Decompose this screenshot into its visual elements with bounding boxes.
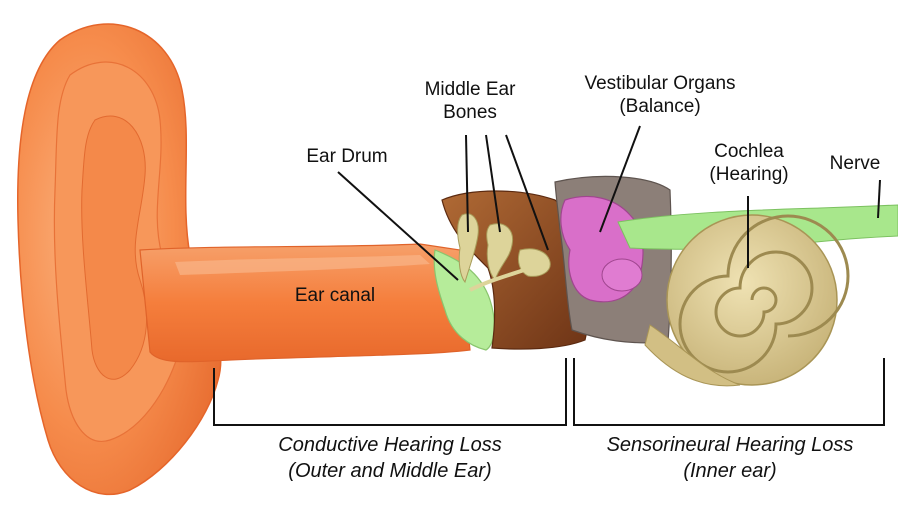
bracket-conductive: [214, 358, 566, 425]
vestibular-sac: [602, 259, 642, 291]
caption-sensorineural: Sensorineural Hearing Loss (Inner ear): [574, 432, 886, 484]
label-nerve: Nerve: [815, 152, 895, 175]
label-ear-canal: Ear canal: [270, 284, 400, 307]
label-middle-ear-bones: Middle Ear Bones: [400, 78, 540, 124]
label-vestibular-organs: Vestibular Organs (Balance): [560, 72, 760, 118]
label-cochlea: Cochlea (Hearing): [694, 140, 804, 186]
label-ear-drum: Ear Drum: [282, 145, 412, 168]
caption-conductive: Conductive Hearing Loss (Outer and Middl…: [214, 432, 566, 484]
